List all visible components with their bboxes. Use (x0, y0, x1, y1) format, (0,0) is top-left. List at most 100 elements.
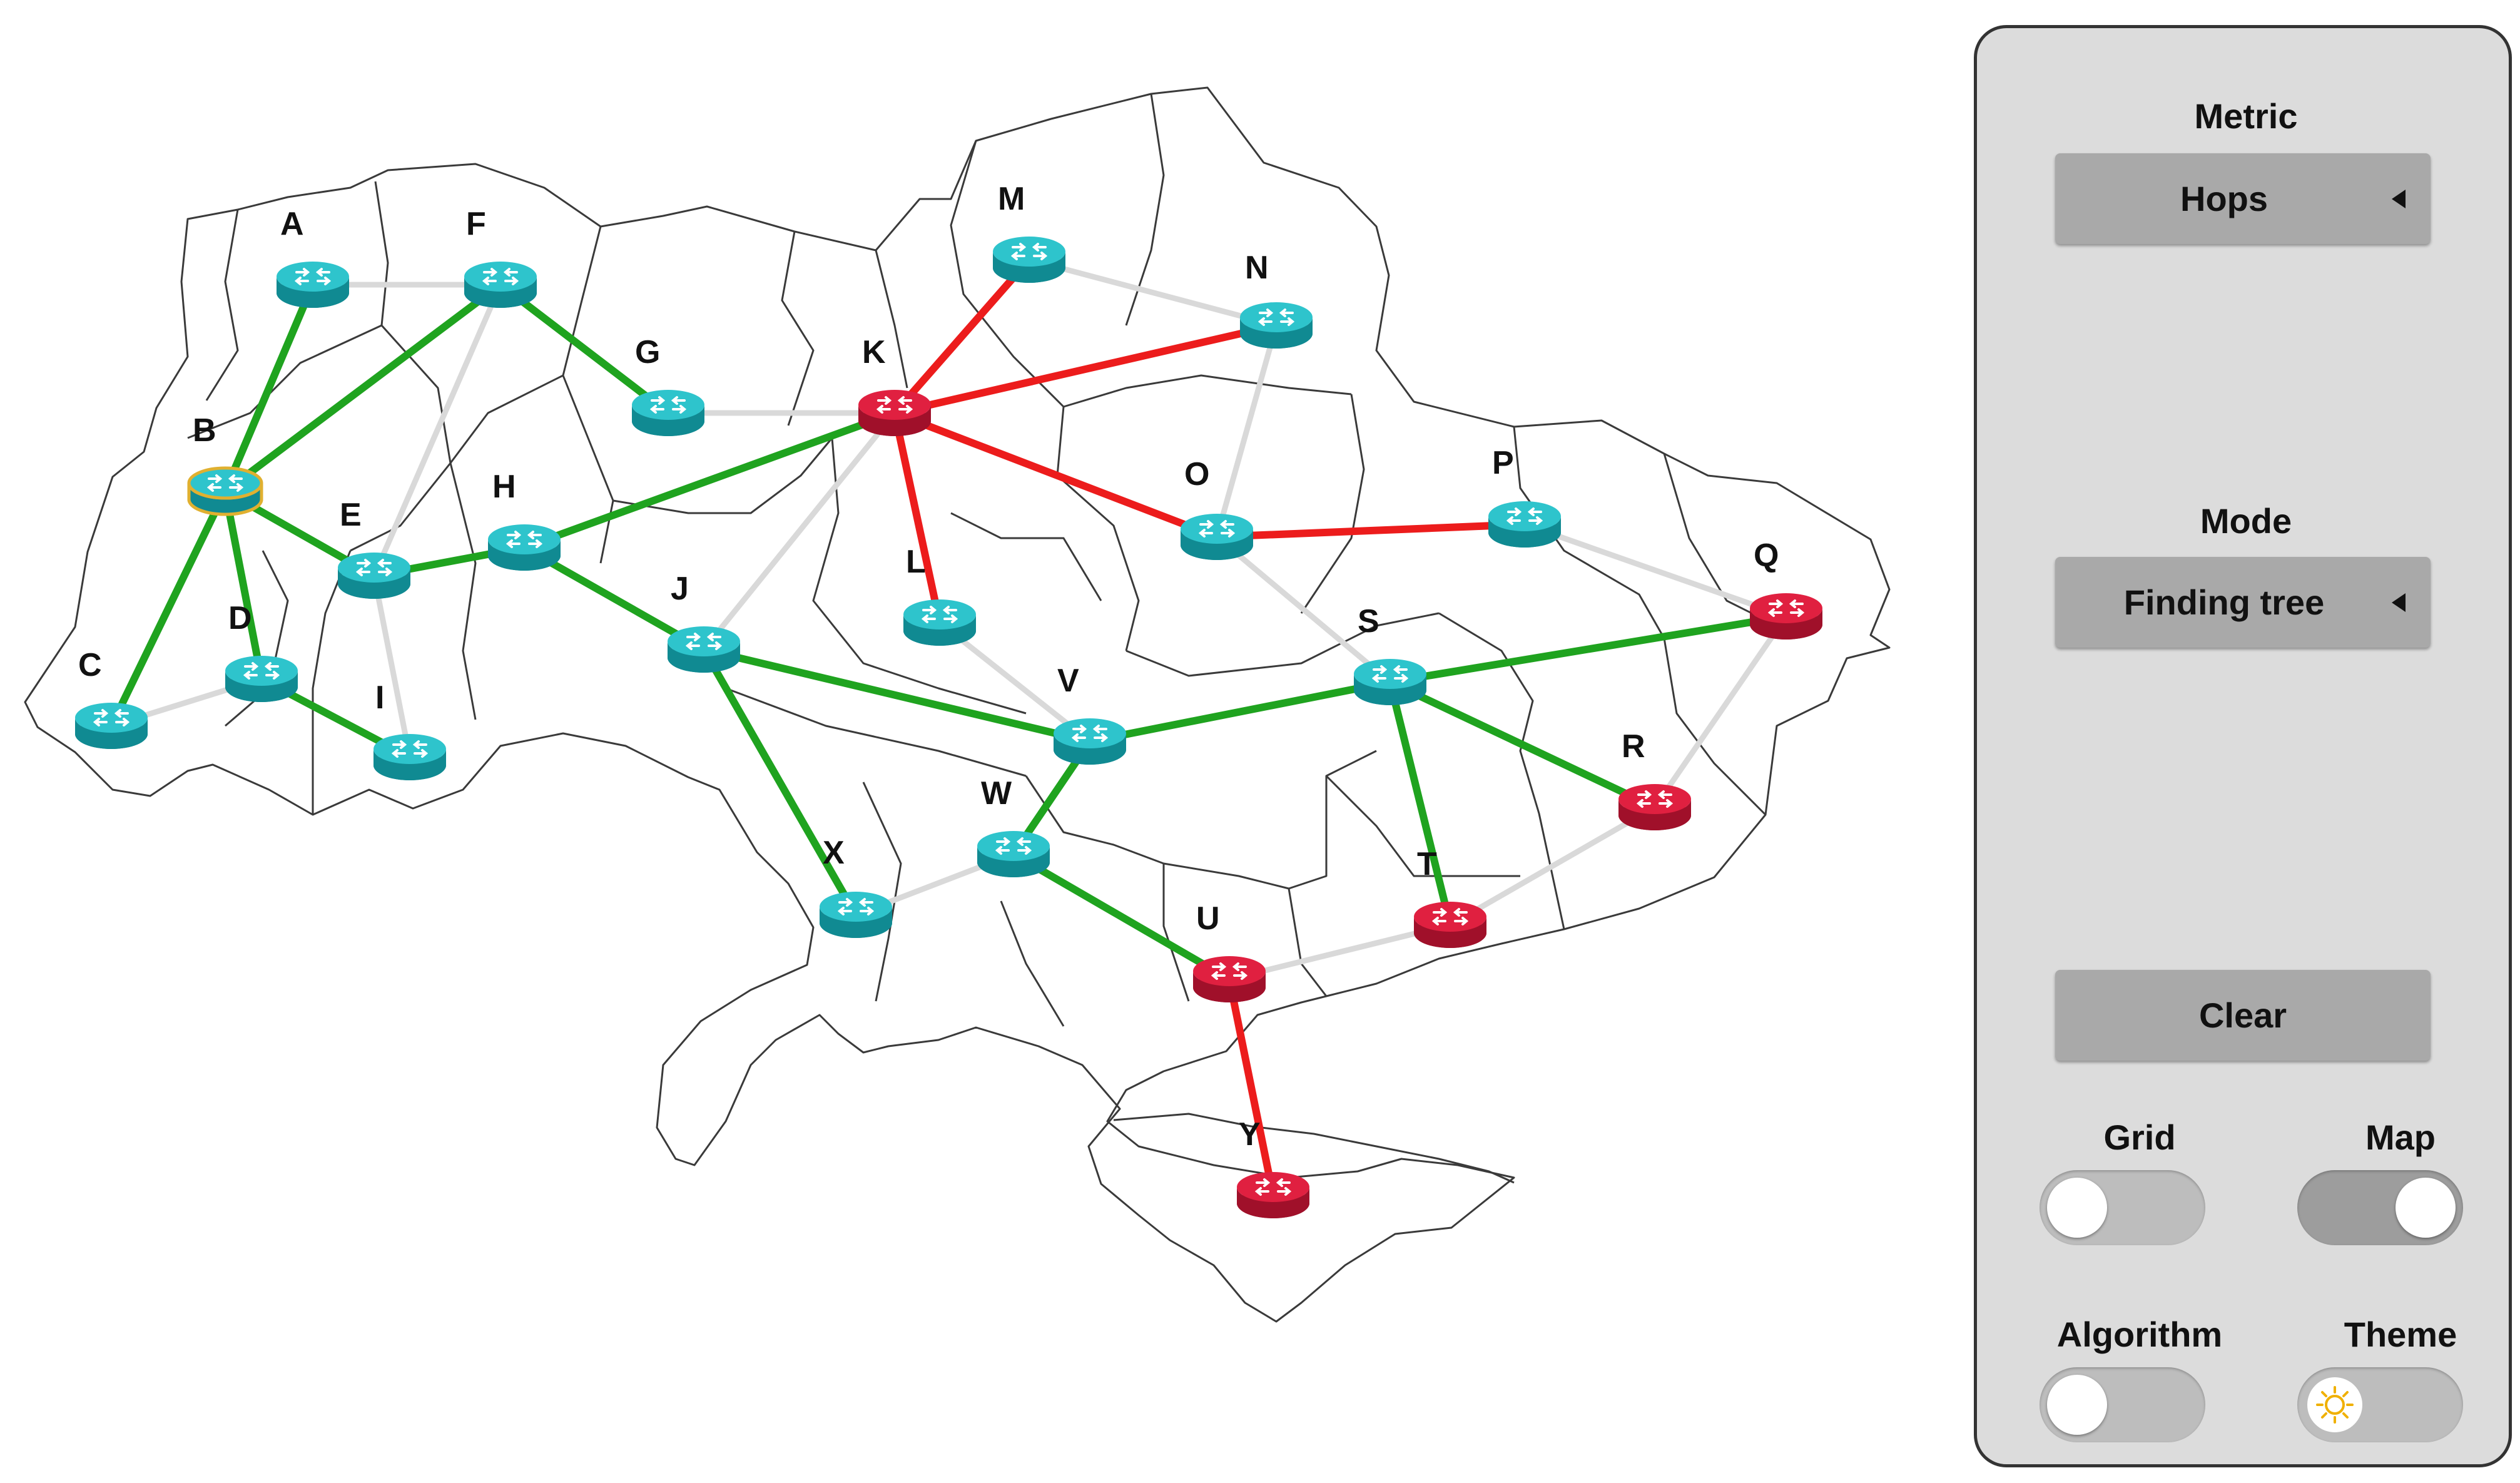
region-border (449, 462, 477, 720)
router-T[interactable] (1414, 902, 1486, 948)
router-label: A (280, 206, 304, 242)
router-B[interactable] (187, 466, 263, 516)
edge-K-O (891, 409, 1221, 541)
router-F[interactable] (464, 262, 537, 308)
region-border (1162, 864, 1190, 1002)
region-border (562, 226, 614, 564)
router-M[interactable] (993, 237, 1065, 283)
router-J[interactable] (668, 626, 740, 673)
router-G[interactable] (632, 390, 704, 436)
edge-layer (108, 256, 1790, 1199)
edge-K-L (891, 409, 943, 626)
algorithm-label: Algorithm (2056, 1315, 2223, 1354)
edge-H-K (521, 409, 898, 551)
edge-B-C (108, 487, 229, 730)
region-border (449, 374, 564, 464)
grid-toggle[interactable] (2040, 1170, 2205, 1245)
router-label: E (340, 497, 362, 533)
mode-title: Mode (2200, 501, 2292, 541)
edge-K-M (891, 256, 1033, 417)
edge-K-J (701, 410, 898, 653)
router-N[interactable] (1240, 302, 1313, 349)
region-border (862, 782, 902, 1002)
edge-O-P (1213, 521, 1528, 541)
router-R[interactable] (1618, 784, 1691, 830)
region-border (1663, 638, 1767, 816)
router-Q[interactable] (1750, 593, 1822, 640)
country-border (24, 86, 1891, 1323)
router-label: W (981, 775, 1012, 812)
edge-H-J (521, 544, 708, 653)
router-label: G (635, 334, 660, 370)
toggle-knob (2047, 1375, 2107, 1435)
router-W[interactable] (977, 831, 1050, 877)
router-S[interactable] (1354, 659, 1426, 705)
edge-F-B (221, 281, 504, 495)
router-L[interactable] (903, 599, 976, 646)
theme-toggle[interactable] (2297, 1367, 2463, 1442)
edge-S-V (1086, 678, 1394, 745)
router-P[interactable] (1488, 501, 1561, 548)
router-I[interactable] (373, 734, 446, 780)
region-border (1063, 374, 1352, 408)
router-K[interactable] (858, 390, 931, 436)
edge-J-X (700, 646, 860, 919)
router-D[interactable] (225, 656, 298, 702)
router-label: C (78, 647, 102, 683)
edge-L-V (937, 619, 1093, 745)
clear-button[interactable]: Clear (2055, 970, 2431, 1061)
router-Y[interactable] (1237, 1172, 1309, 1218)
edge-M-N (1026, 257, 1279, 329)
region-border (1438, 612, 1565, 930)
sun-icon (2307, 1377, 2362, 1432)
router-label: R (1622, 728, 1645, 765)
region-border (950, 140, 1065, 408)
router-label: P (1492, 445, 1514, 481)
region-border (781, 231, 815, 426)
router-C[interactable] (75, 703, 148, 749)
region-border (225, 550, 289, 727)
router-label: N (1245, 250, 1269, 286)
router-O[interactable] (1181, 514, 1253, 560)
router-H[interactable] (488, 524, 561, 571)
metric-title: Metric (2194, 96, 2298, 136)
edge-U-T (1226, 922, 1453, 982)
region-border (950, 512, 1102, 601)
toggle-knob (2047, 1178, 2107, 1238)
mode-dropdown[interactable]: Finding tree (2055, 557, 2431, 648)
region-border (1325, 775, 1520, 877)
edge-U-Y (1226, 976, 1277, 1199)
edge-P-Q (1522, 521, 1789, 619)
router-X[interactable] (820, 892, 892, 938)
router-E[interactable] (338, 553, 410, 599)
edge-S-T (1386, 678, 1454, 929)
router-label: F (466, 206, 486, 242)
caret-left-icon (2392, 593, 2406, 612)
router-A[interactable] (277, 262, 349, 308)
region-border (1125, 612, 1440, 677)
edge-F-G (497, 281, 672, 417)
region-border (725, 687, 1027, 777)
edge-A-B (221, 281, 317, 495)
router-U[interactable] (1193, 956, 1266, 1002)
metric-value: Hops (2180, 179, 2268, 218)
caret-left-icon (2392, 189, 2406, 208)
router-label: K (862, 334, 886, 370)
region-border (812, 437, 1027, 715)
router-label: M (998, 181, 1025, 217)
map-toggle[interactable] (2297, 1170, 2463, 1245)
router-label: X (823, 835, 845, 871)
algorithm-toggle[interactable] (2040, 1367, 2205, 1442)
edge-O-S (1214, 534, 1393, 685)
edge-F-E (371, 282, 504, 579)
metric-dropdown[interactable]: Hops (2055, 153, 2431, 244)
router-V[interactable] (1054, 718, 1126, 765)
crimea-border (1113, 1113, 1515, 1184)
router-label: J (671, 571, 689, 607)
mode-value: Finding tree (2123, 583, 2325, 622)
region-border (875, 250, 908, 389)
control-panel: Metric Hops Mode Finding tree Clear Grid… (1974, 25, 2512, 1467)
region-border (187, 324, 382, 439)
